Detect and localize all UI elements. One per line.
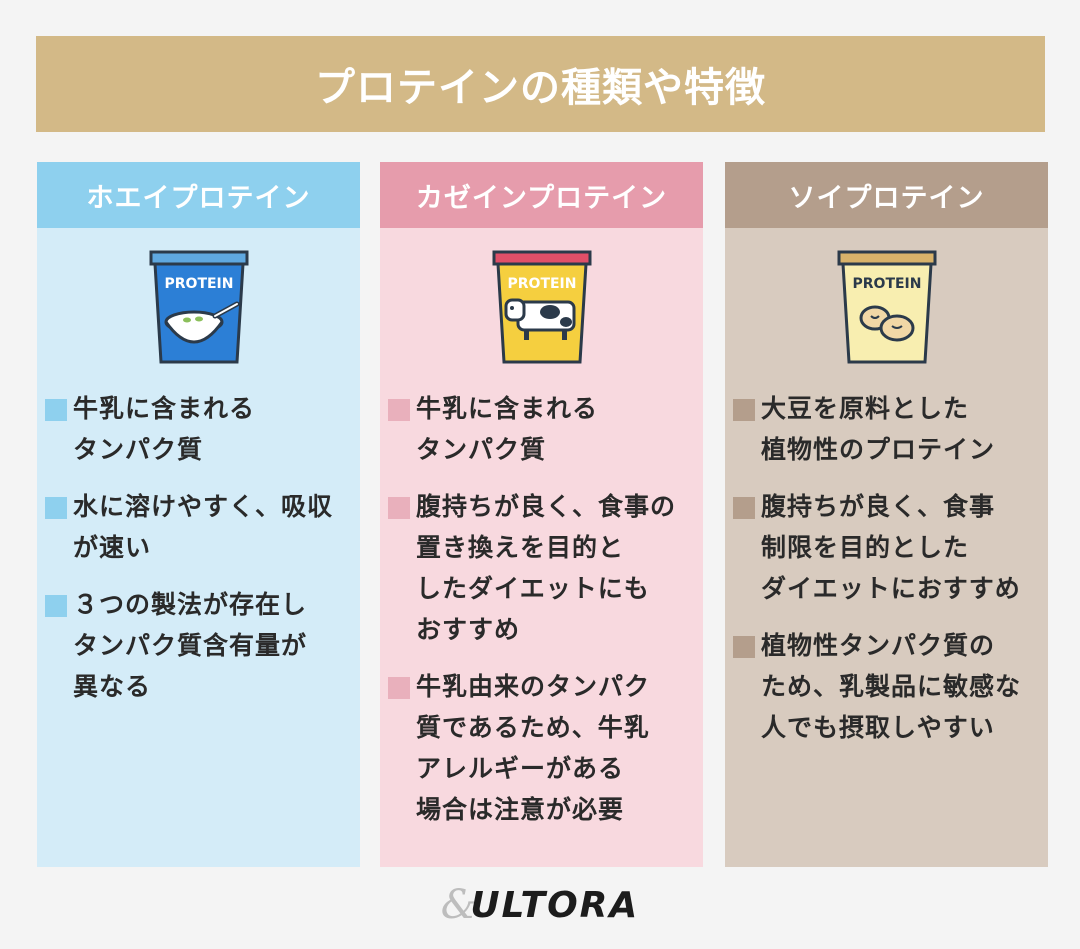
list-item: 牛乳に含まれる タンパク質 xyxy=(386,388,697,470)
list-item: 大豆を原料とした 植物性のプロテイン xyxy=(731,388,1042,470)
list-item: 腹持ちが良く、食事の 置き換えを目的と したダイエットにも おすすめ xyxy=(386,486,697,650)
square-bullet-icon xyxy=(388,399,410,421)
yogurt-tub-icon: PROTEIN xyxy=(149,250,248,364)
column-header-whey: ホエイプロテイン xyxy=(37,162,360,228)
logo-wordmark: ULTORA xyxy=(470,884,640,926)
title-banner: プロテインの種類や特徴 xyxy=(36,36,1045,132)
feature-list: 牛乳に含まれる タンパク質 水に溶けやすく、吸収 が速い ３つの製法が存在し タ… xyxy=(37,388,360,707)
square-bullet-icon xyxy=(45,497,67,519)
list-item: 腹持ちが良く、食事 制限を目的とした ダイエットにおすすめ xyxy=(731,486,1042,609)
cow-tub-icon: PROTEIN xyxy=(492,250,591,364)
ultora-logo: & ULTORA xyxy=(0,880,1080,930)
feature-list: 牛乳に含まれる タンパク質 腹持ちが良く、食事の 置き換えを目的と したダイエッ… xyxy=(380,388,703,830)
square-bullet-icon xyxy=(388,677,410,699)
tub-label: PROTEIN xyxy=(507,276,576,292)
feature-list: 大豆を原料とした 植物性のプロテイン 腹持ちが良く、食事 制限を目的とした ダイ… xyxy=(725,388,1048,748)
list-item: 牛乳に含まれる タンパク質 xyxy=(43,388,354,470)
list-item: 水に溶けやすく、吸収 が速い xyxy=(43,486,354,568)
list-item: ３つの製法が存在し タンパク質含有量が 異なる xyxy=(43,584,354,707)
square-bullet-icon xyxy=(45,595,67,617)
column-casein: カゼインプロテイン PROTEIN 牛乳に含まれる タンパク質 腹持ちが良く、食… xyxy=(380,162,703,867)
square-bullet-icon xyxy=(388,497,410,519)
tub-label: PROTEIN xyxy=(852,276,921,292)
tub-label: PROTEIN xyxy=(164,276,233,292)
column-title: カゼインプロテイン xyxy=(415,182,668,214)
logo-ampersand: & xyxy=(440,882,477,928)
list-item: 牛乳由来のタンパク 質であるため、牛乳 アレルギーがある 場合は注意が必要 xyxy=(386,666,697,830)
square-bullet-icon xyxy=(733,636,755,658)
soybean-tub-icon: PROTEIN xyxy=(837,250,936,364)
square-bullet-icon xyxy=(733,497,755,519)
column-title: ホエイプロテイン xyxy=(86,182,311,214)
column-header-soy: ソイプロテイン xyxy=(725,162,1048,228)
page-title: プロテインの種類や特徴 xyxy=(315,65,766,111)
list-item: 植物性タンパク質の ため、乳製品に敏感な 人でも摂取しやすい xyxy=(731,625,1042,748)
square-bullet-icon xyxy=(45,399,67,421)
column-whey: ホエイプロテイン PROTEIN 牛乳に含まれる タンパク質 水に溶けやすく、吸… xyxy=(37,162,360,867)
square-bullet-icon xyxy=(733,399,755,421)
column-soy: ソイプロテイン PROTEIN 大豆を原料とした 植物性のプロテイン 腹持ちが良… xyxy=(725,162,1048,867)
column-header-casein: カゼインプロテイン xyxy=(380,162,703,228)
column-title: ソイプロテイン xyxy=(788,182,985,214)
